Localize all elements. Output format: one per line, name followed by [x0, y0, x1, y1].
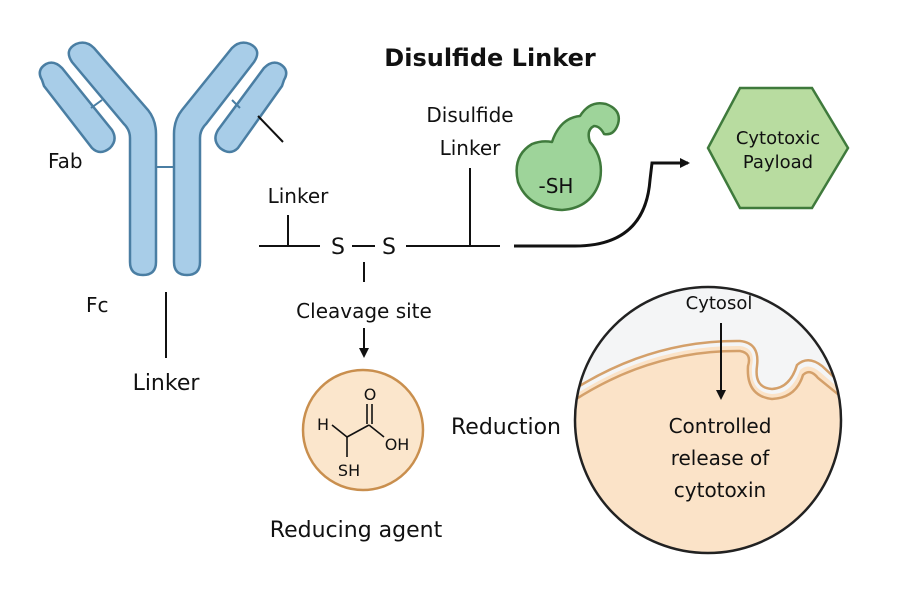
fab-label: Fab [48, 149, 83, 173]
cell-circle [573, 285, 843, 555]
thiol-blob [515, 102, 620, 212]
antibody-linker-label: Linker [133, 371, 201, 396]
release-label-line3: cytotoxin [674, 478, 766, 502]
membrane-inner [575, 349, 841, 405]
reducing-agent: H O OH SH [301, 368, 425, 492]
payload-label-line2: Payload [743, 152, 813, 173]
cytotoxic-payload: Cytotoxic Payload [706, 86, 850, 210]
disulfide-linker-label-line2: Linker [440, 136, 502, 160]
disulfide-linker-label-line1: Disulfide [426, 103, 513, 127]
antibody-heavy-chain-right [172, 41, 259, 277]
reduction-label: Reduction [451, 415, 561, 440]
cytosol-label: Cytosol [686, 293, 753, 314]
fab-bond-right [231, 99, 241, 109]
bond-c-oh [368, 424, 385, 438]
atom-oh: OH [385, 435, 410, 454]
diagram-title: Disulfide Linker [384, 44, 596, 72]
fab-bond-left [90, 99, 103, 109]
antibody-light-chain-right [214, 61, 288, 154]
antibody [38, 41, 288, 277]
cell-interior [575, 345, 841, 553]
payload-hexagon [706, 86, 850, 210]
thiol-label: -SH [539, 174, 574, 198]
antibody-heavy-chain-left [67, 41, 158, 277]
antibody-light-chain-left [38, 61, 116, 154]
bond-c-c [346, 424, 370, 438]
payload-label-line1: Cytotoxic [736, 128, 820, 149]
thiol-group: -SH [515, 102, 620, 212]
atom-o: O [364, 385, 377, 404]
cell-view: Cytosol Controlled release of cytotoxin [573, 285, 843, 555]
release-arrow [514, 158, 690, 248]
membrane-outer [575, 339, 841, 394]
release-label-line2: release of [671, 446, 771, 470]
bond-h-c [331, 424, 348, 438]
atom-sh: SH [338, 461, 360, 480]
cleavage-site-label: Cleavage site [296, 299, 432, 323]
sulfur-right: S [382, 235, 396, 260]
atom-h: H [317, 415, 329, 434]
linker-label: Linker [268, 184, 330, 208]
release-label-line1: Controlled [669, 414, 772, 438]
reducing-agent-circle [301, 368, 425, 492]
sulfur-left: S [331, 235, 345, 260]
fc-label: Fc [86, 293, 109, 317]
fab-pointer-line [257, 115, 284, 143]
reducing-agent-label: Reducing agent [270, 518, 443, 543]
